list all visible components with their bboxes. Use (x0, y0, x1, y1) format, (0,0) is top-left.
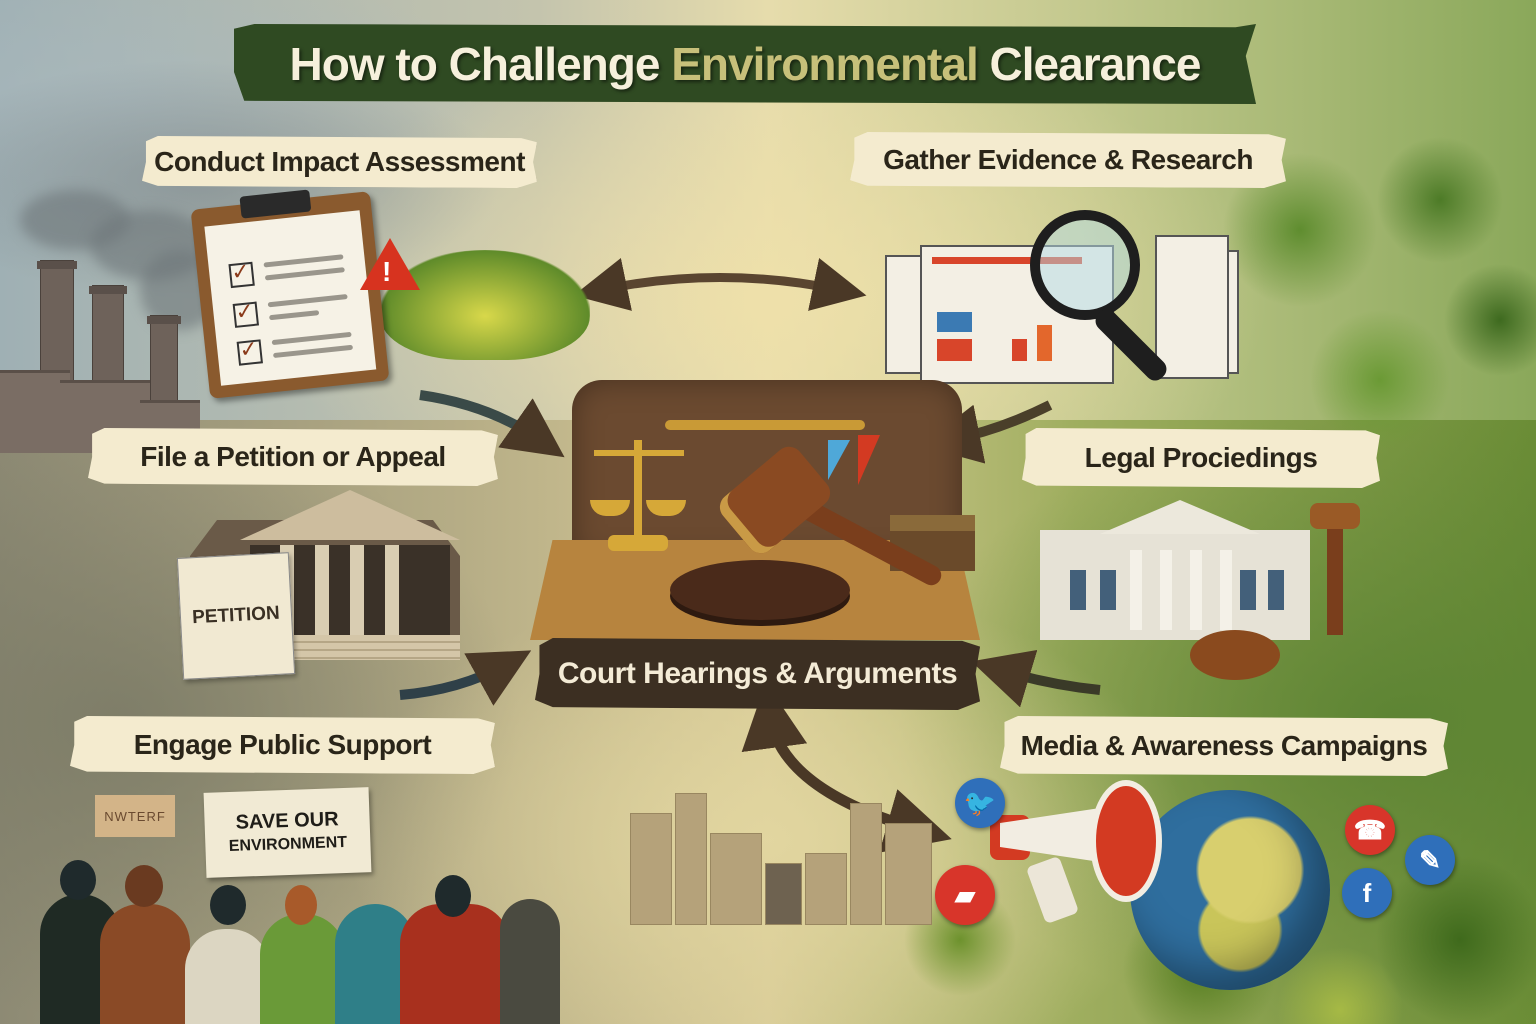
magnifier-icon (1030, 210, 1140, 320)
protest-crowd (20, 860, 560, 1024)
step-label: Court Hearings & Arguments (557, 657, 958, 690)
icon-glyph: 🐦 (963, 787, 997, 818)
video-icon: ▰ (935, 865, 995, 925)
gavel-handle (1327, 525, 1343, 635)
step-court-hearings: Court Hearings & Arguments (535, 638, 980, 710)
gavel-sound-block (670, 560, 850, 620)
globe-icon (1130, 790, 1330, 990)
sign-text: NWTERF (104, 808, 166, 824)
scales-pan (590, 500, 630, 516)
petition-document-icon: PETITION (176, 552, 296, 680)
arrow-impact-evidence (573, 258, 867, 311)
title-text: How to Challenge (289, 38, 672, 90)
gavel-icon (1310, 503, 1360, 529)
facebook-icon: f (1342, 868, 1392, 918)
blue-flag-icon (828, 440, 850, 480)
step-gather-evidence: Gather Evidence & Research (850, 132, 1286, 188)
icon-glyph: ✎ (1419, 844, 1441, 875)
courthouse-icon (1040, 500, 1310, 650)
city-skyline (620, 755, 940, 925)
title-banner: How to Challenge Environmental Clearance (234, 24, 1256, 104)
sign-line-1: SAVE OUR (235, 807, 339, 834)
protest-sign-small: NWTERF (95, 795, 175, 837)
icon-glyph: ▰ (955, 879, 975, 910)
scales-base (608, 535, 668, 551)
warning-icon (360, 238, 420, 290)
step-label: File a Petition or Appeal (140, 441, 446, 472)
title-accent: Environmental (671, 38, 979, 90)
bench-trim (665, 420, 865, 430)
step-media-campaigns: Media & Awareness Campaigns (1000, 716, 1448, 776)
petition-doc-label: PETITION (191, 602, 281, 629)
step-label: Media & Awareness Campaigns (1020, 730, 1428, 761)
step-legal-proceedings: Legal Prociedings (1022, 428, 1380, 488)
share-icon: ✎ (1405, 835, 1455, 885)
gavel-block (1190, 630, 1280, 680)
page-title: How to Challenge Environmental Clearance (289, 37, 1202, 91)
phone-icon: ☎ (1345, 805, 1395, 855)
step-label: Gather Evidence & Research (883, 144, 1253, 175)
protest-sign-save-environment: SAVE OUR ENVIRONMENT (203, 787, 372, 878)
scales-pan (646, 500, 686, 516)
arrow-court-media (741, 682, 952, 853)
factory-illustration (0, 190, 220, 453)
sign-line-2: ENVIRONMENT (228, 833, 348, 855)
title-text: Clearance (977, 38, 1202, 90)
icon-glyph: f (1362, 877, 1372, 908)
step-label: Legal Prociedings (1084, 442, 1318, 473)
step-file-petition: File a Petition or Appeal (88, 428, 498, 486)
step-engage-public: Engage Public Support (70, 716, 495, 774)
checkbox-checked-icon: ✓ (236, 337, 263, 366)
step-impact-assessment: Conduct Impact Assessment (142, 136, 537, 188)
scales-post (634, 440, 642, 540)
arrow-petition-court (399, 650, 532, 706)
arrow-impact-court (419, 390, 565, 458)
step-label: Conduct Impact Assessment (154, 146, 525, 177)
warning-mark: ! (382, 256, 392, 287)
megaphone-mouth (1090, 780, 1162, 902)
checkbox-checked-icon: ✓ (232, 299, 260, 328)
chimney (147, 315, 181, 407)
checkbox-checked-icon: ✓ (228, 259, 255, 289)
icon-glyph: ☎ (1353, 814, 1387, 845)
arrow-legal-court (971, 649, 1101, 708)
step-label: Engage Public Support (133, 729, 432, 760)
clipboard-icon: ✓ ✓ ✓ (190, 189, 390, 399)
twitter-icon: 🐦 (955, 778, 1005, 828)
red-flag-icon (858, 435, 880, 485)
chimney (89, 285, 127, 397)
